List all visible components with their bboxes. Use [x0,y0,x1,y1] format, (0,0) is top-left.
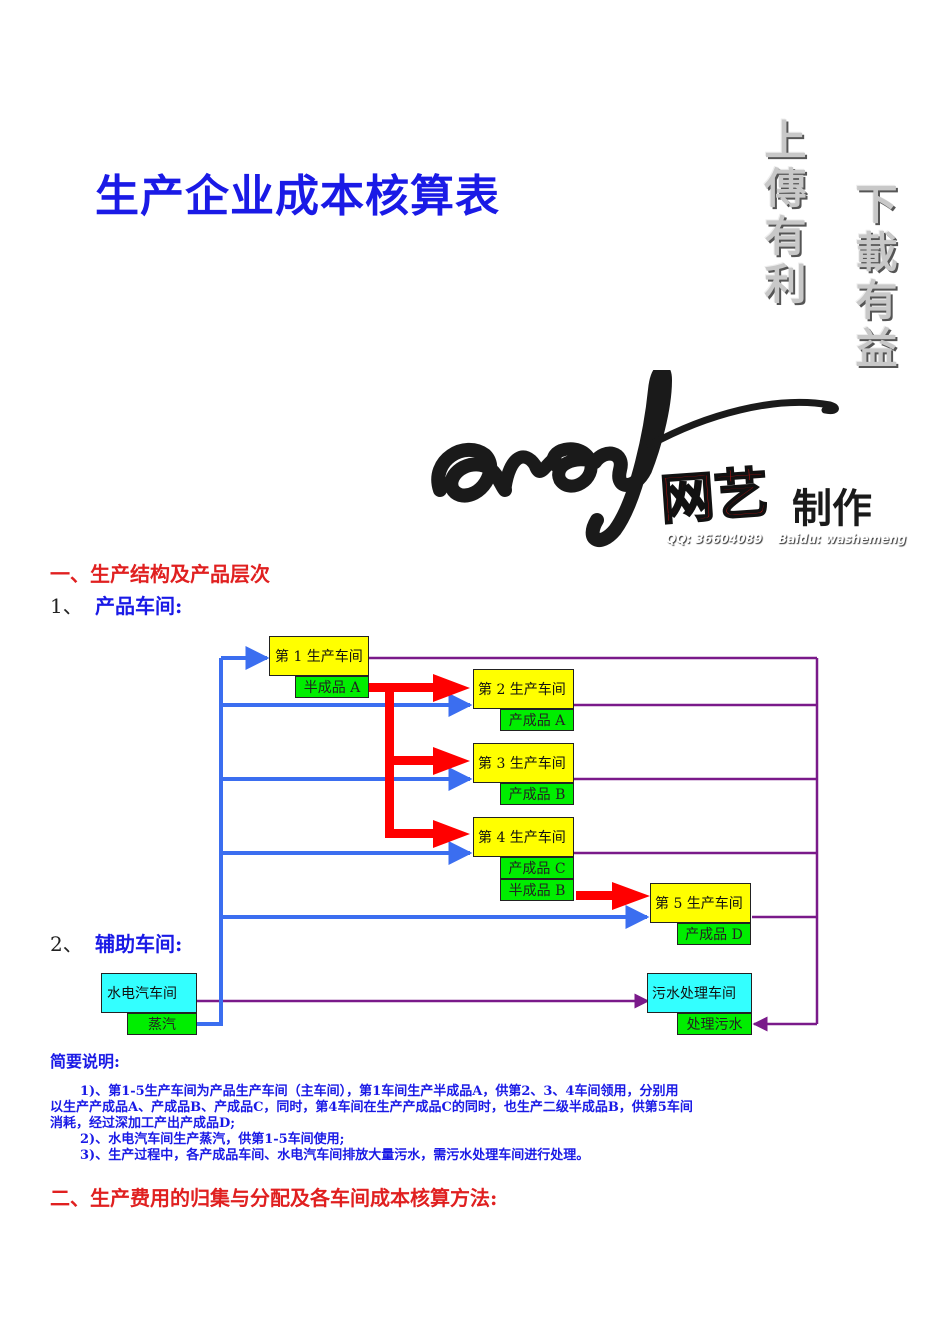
slogan-left: 上傳有利 [758,118,807,310]
section1-heading: 一、生产结构及产品层次 [50,562,270,586]
sewage-product: 处理污水 [677,1013,752,1035]
item2-label: 辅助车间: [95,932,183,956]
brand-baidu: Baidu: washemeng [778,532,907,546]
slogan-right: 下載有益 [849,182,898,374]
notes-title: 简要说明: [50,1052,120,1071]
note-3: 3)、生产过程中，各产成品车间、水电汽车间排放大量污水，需污水处理车间进行处理。 [80,1148,590,1163]
workshop-1-product-1: 半成品 A [295,676,369,698]
sewage-workshop-box: 污水处理车间 [647,973,752,1013]
sewage-lines [197,656,819,1032]
item1-label: 产品车间: [95,594,183,618]
brand-zhizuo: 制作 [792,485,872,532]
workshop-3-product-1: 产成品 B [500,783,574,805]
material-arrows [369,674,650,910]
workshop-5-product-1: 产成品 D [677,923,751,945]
workshop-2-box: 第 2 生产车间 [473,669,574,709]
utility-product-steam: 蒸汽 [127,1013,197,1035]
section2-heading: 二、生产费用的归集与分配及各车间成本核算方法: [50,1186,498,1210]
note-1-line-1: 1)、第1-5生产车间为产品生产车间（主车间），第1车间生产半成品A，供第2、3… [80,1084,679,1099]
note-2: 2)、水电汽车间生产蒸汽，供第1-5车间使用; [80,1132,345,1147]
workshop-3-box: 第 3 生产车间 [473,743,574,783]
workshop-4-box: 第 4 生产车间 [473,817,574,857]
signature-logo [431,370,839,547]
page-title: 生产企业成本核算表 [95,171,500,222]
utility-workshop-box: 水电汽车间 [101,973,197,1013]
note-1-line-3: 消耗，经过深加工产出产成品D; [50,1116,236,1131]
item1-number: 1、 [50,594,83,618]
workshop-2-product-1: 产成品 A [500,709,574,731]
steam-lines [197,646,650,1026]
note-1-line-2: 以生产产成品A、产成品B、产成品C，同时，第4车间在生产产成品C的同时，也生产二… [50,1100,693,1115]
workshop-1-box: 第 1 生产车间 [269,636,369,676]
workshop-5-box: 第 5 生产车间 [650,883,751,923]
brand-qq: QQ: 36604089 [666,532,763,546]
workshop-4-product-1: 产成品 C [500,857,574,879]
workshop-4-product-2: 半成品 B [500,879,574,901]
item2-number: 2、 [50,932,83,956]
